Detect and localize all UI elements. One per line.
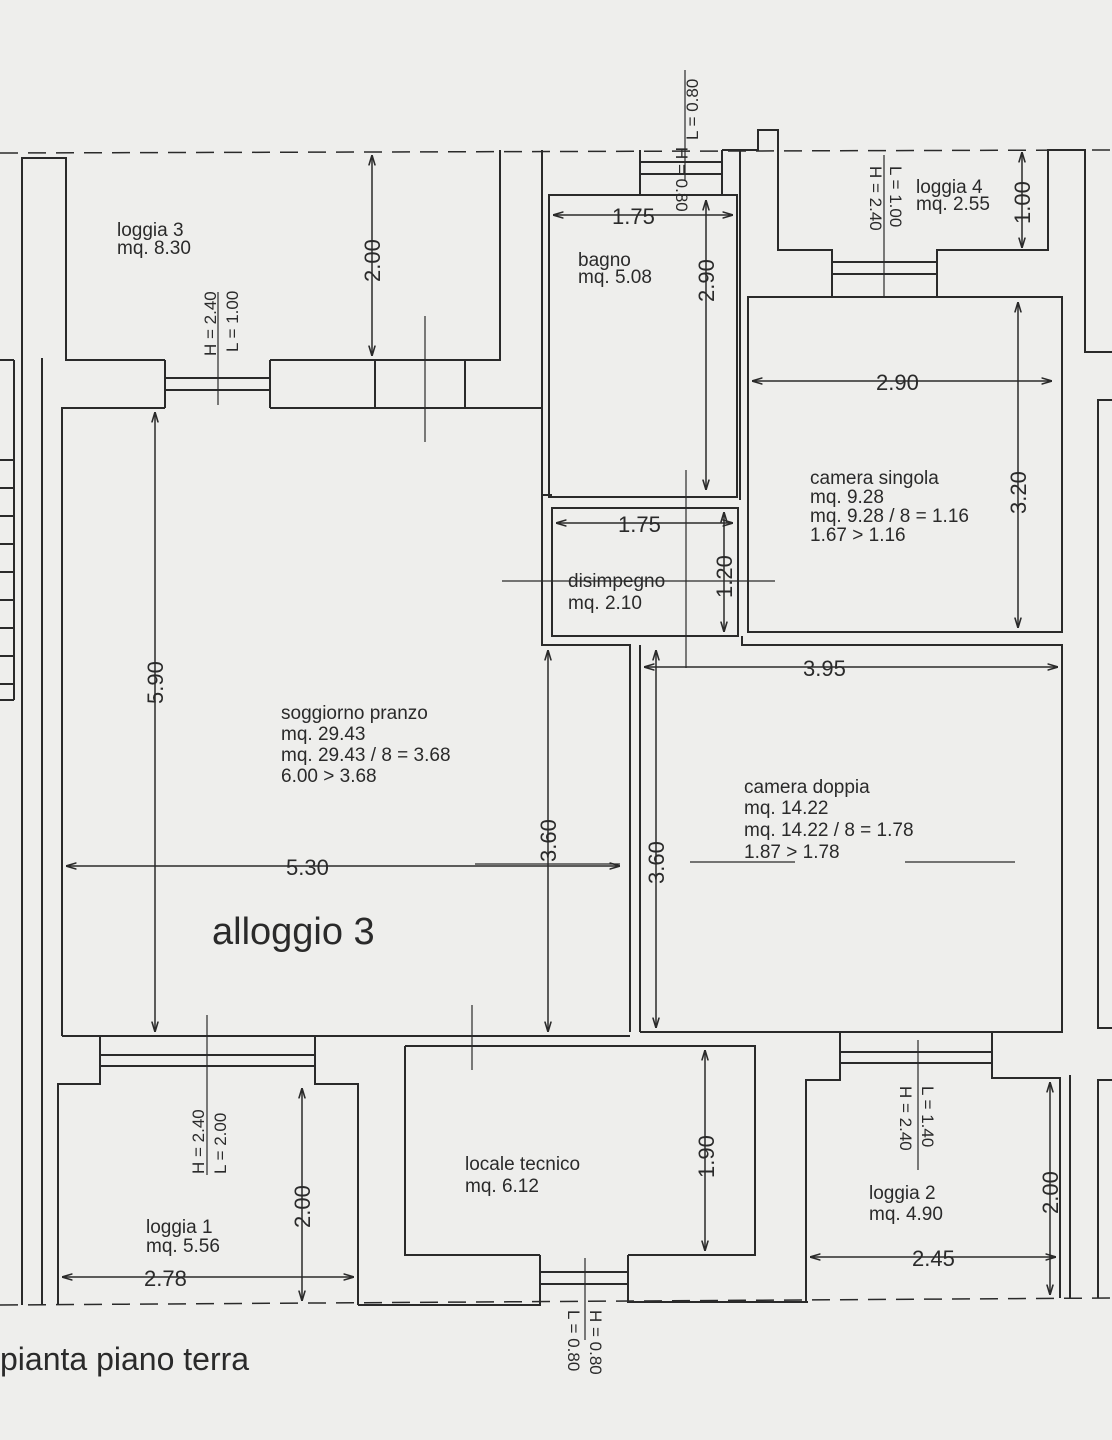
dim-soggiorno-height-2: 3.60	[536, 819, 561, 862]
boundary-lines	[0, 149, 1112, 1306]
opening-loggia3-width: L = 1.00	[223, 291, 242, 352]
room-locale-tecnico: locale tecnico mq. 6.12	[465, 1154, 580, 1197]
room-soggiorno-pranzo: soggiorno pranzo mq. 29.43 mq. 29.43 / 8…	[281, 703, 451, 787]
room-camera-doppia: camera doppia mq. 14.22 mq. 14.22 / 8 = …	[744, 777, 914, 863]
room-camera-singola: camera singola mq. 9.28 mq. 9.28 / 8 = 1…	[810, 468, 969, 546]
dim-loggia4-height: 1.00	[1010, 181, 1035, 224]
room-name: loggia 2	[869, 1183, 936, 1204]
room-name: camera doppia	[744, 777, 870, 798]
dim-doppia-width: 3.95	[803, 656, 846, 681]
opening-loggia3-height: H = 2.40	[201, 291, 220, 356]
walls	[0, 129, 1112, 1306]
dim-tecnico-height: 1.90	[694, 1135, 719, 1178]
room-check: 1.87 > 1.78	[744, 842, 840, 863]
dim-loggia1-width: 2.78	[144, 1266, 187, 1291]
dim-loggia2-width: 2.45	[912, 1246, 955, 1271]
room-name: soggiorno pranzo	[281, 703, 428, 724]
dim-bagno-height: 2.90	[694, 259, 719, 302]
room-calc: mq. 9.28 / 8 = 1.16	[810, 506, 969, 527]
room-area: mq. 5.56	[146, 1236, 220, 1257]
room-area: mq. 2.10	[568, 593, 642, 614]
room-name: loggia 4	[916, 177, 983, 198]
plan-title: pianta piano terra	[0, 1341, 249, 1377]
dim-loggia2-height: 2.00	[1038, 1171, 1063, 1214]
opening-loggia4-height: H = 2.40	[866, 166, 885, 231]
opening-loggia4-width: L = 1.00	[886, 166, 905, 227]
construction-lines	[206, 70, 1015, 1340]
room-loggia-1: loggia 1 mq. 5.56	[146, 1217, 220, 1257]
room-loggia-2: loggia 2 mq. 4.90	[869, 1183, 943, 1225]
dim-doppia-height: 3.60	[644, 841, 669, 884]
dimension-lines	[62, 152, 1058, 1301]
room-name: bagno	[578, 250, 631, 271]
dim-disimpegno-height: 1.20	[712, 555, 737, 598]
opening-labels: H = 0.80 L = 0.80 L = 1.00 H = 2.40 H = …	[189, 79, 937, 1375]
dim-soggiorno-height: 5.90	[143, 661, 168, 704]
room-name: locale tecnico	[465, 1154, 580, 1175]
room-calc: mq. 29.43 / 8 = 3.68	[281, 745, 451, 766]
room-area: mq. 9.28	[810, 487, 884, 508]
room-name: disimpegno	[568, 571, 665, 592]
opening-loggia2-width: L = 1.40	[918, 1086, 937, 1147]
dim-loggia3-height: 2.00	[360, 239, 385, 282]
room-name: camera singola	[810, 468, 939, 489]
room-area: mq. 4.90	[869, 1204, 943, 1225]
opening-bottom-width: L = 0.80	[564, 1310, 583, 1371]
room-calc: mq. 14.22 / 8 = 1.78	[744, 820, 914, 841]
dim-singola-width: 2.90	[876, 370, 919, 395]
room-area: mq. 2.55	[916, 194, 990, 215]
room-bagno: bagno mq. 5.08	[578, 250, 652, 288]
room-area: mq. 29.43	[281, 724, 366, 745]
room-name: loggia 3	[117, 220, 184, 241]
room-name: loggia 1	[146, 1217, 213, 1238]
opening-loggia1-width: L = 2.00	[211, 1113, 230, 1174]
dim-soggiorno-width: 5.30	[286, 855, 329, 880]
room-check: 6.00 > 3.68	[281, 766, 377, 787]
room-area: mq. 14.22	[744, 798, 829, 819]
dim-singola-height: 3.20	[1006, 471, 1031, 514]
dimension-labels: 1.75 2.90 1.75 3.95 5.30 2.78 2.45 2.00 …	[143, 181, 1063, 1291]
dim-bagno-width: 1.75	[612, 204, 655, 229]
room-area: mq. 8.30	[117, 238, 191, 259]
dim-loggia1-height: 2.00	[290, 1185, 315, 1228]
room-loggia-4: loggia 4 mq. 2.55	[916, 177, 990, 215]
room-area: mq. 5.08	[578, 267, 652, 288]
unit-label: alloggio 3	[212, 911, 375, 953]
opening-loggia1-height: H = 2.40	[189, 1109, 208, 1174]
dim-disimpegno-width: 1.75	[618, 512, 661, 537]
room-disimpegno: disimpegno mq. 2.10	[568, 571, 665, 614]
room-check: 1.67 > 1.16	[810, 525, 906, 546]
opening-bottom-height: H = 0.80	[586, 1310, 605, 1375]
opening-top-width: L = 0.80	[683, 79, 702, 140]
opening-top-height: H = 0.80	[672, 147, 691, 212]
room-area: mq. 6.12	[465, 1176, 539, 1197]
room-loggia-3: loggia 3 mq. 8.30	[117, 220, 191, 259]
opening-loggia2-height: H = 2.40	[896, 1086, 915, 1151]
